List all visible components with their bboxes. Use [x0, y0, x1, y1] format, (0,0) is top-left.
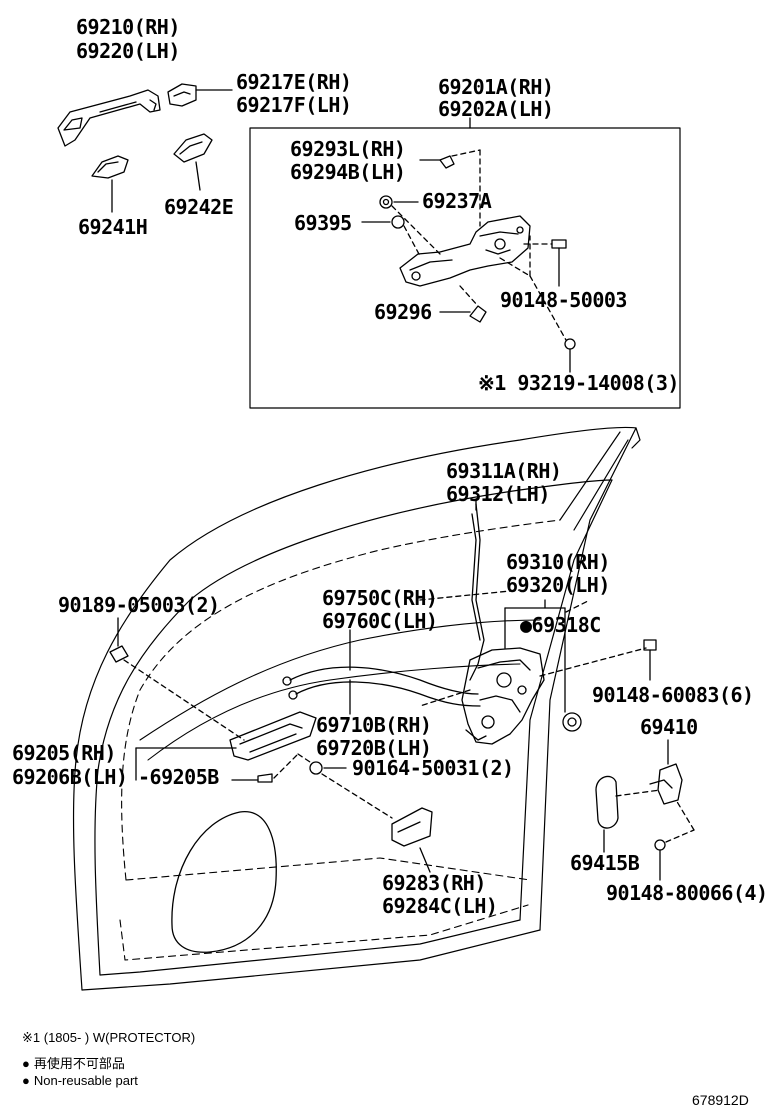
- screw-90164: [309, 761, 347, 775]
- legend-non-reusable-en: Non-reusable part: [22, 1073, 138, 1089]
- label-69202A: 69202A(LH): [438, 97, 554, 121]
- small-clip-69293L: [419, 155, 455, 169]
- label-69205: 69205(RH): [12, 741, 116, 765]
- label-69283: 69283(RH): [382, 871, 486, 895]
- label-69241H: 69241H: [78, 215, 148, 239]
- label-69296: 69296: [374, 300, 432, 324]
- bolt-90148-50003: [551, 239, 567, 287]
- lock-assembly: [461, 647, 545, 745]
- label-69217E: 69217E(RH): [236, 70, 352, 94]
- clip-90189: [109, 617, 129, 663]
- diagram-code: 678912D: [692, 1092, 749, 1108]
- label-69242E: 69242E: [164, 195, 234, 219]
- label-69206B: 69206B(LH): [12, 765, 128, 789]
- inside-handle: [229, 711, 317, 761]
- outside-handle: [57, 89, 161, 147]
- label-69293L: 69293L(RH): [290, 137, 406, 161]
- label-90148-50003: 90148-50003: [500, 288, 627, 312]
- door-outline: [72, 426, 641, 991]
- footnote-protector: ※1 (1805- ) W(PROTECTOR): [22, 1030, 196, 1045]
- label-93219: ※1 93219-14008(3): [478, 371, 679, 395]
- handle-cap: [167, 83, 233, 107]
- pin-69395: [361, 215, 405, 229]
- frame-assembly-box: [249, 127, 681, 409]
- label-69284C: 69284C(LH): [382, 894, 498, 918]
- label-69720B: 69720B(LH): [316, 736, 432, 760]
- frame-assembly: [399, 215, 531, 287]
- handle-pad-69242E: [173, 133, 213, 191]
- label-69311A: 69311A(RH): [446, 459, 562, 483]
- grommet-69318C: [562, 712, 582, 732]
- screw-93219: [564, 338, 576, 373]
- label-90164: 90164-50031(2): [352, 756, 514, 780]
- pin-69205B: [231, 773, 273, 783]
- legend-en-text: Non-reusable part: [33, 1073, 138, 1088]
- label-69318C: ●69318C: [520, 613, 601, 637]
- label-69210: 69210(RH): [76, 15, 180, 39]
- label-90148-60083: 90148-60083(6): [592, 683, 754, 707]
- bolt-69296: [439, 305, 487, 323]
- label-69310: 69310(RH): [506, 550, 610, 574]
- door-cable-lines: [139, 619, 541, 761]
- label-69415B: 69415B: [570, 851, 640, 875]
- speaker-outline: [171, 811, 277, 953]
- legend-non-reusable-jp: 再使用不可部品: [22, 1056, 125, 1072]
- inside-cables: [282, 629, 481, 715]
- label-69237A: 69237A: [422, 189, 492, 213]
- label-69205B: -69205B: [138, 765, 219, 789]
- label-69217F: 69217F(LH): [236, 93, 352, 117]
- handle-pad-69241H: [91, 155, 129, 213]
- label-69760C: 69760C(LH): [322, 609, 438, 633]
- legend-jp-text: 再使用不可部品: [33, 1056, 125, 1071]
- bolt-90148-60083: [643, 639, 657, 681]
- label-90189: 90189-05003(2): [58, 593, 220, 617]
- label-69320: 69320(LH): [506, 573, 610, 597]
- grommet-69237A: [379, 195, 419, 209]
- striker-69410: [649, 739, 683, 805]
- label-69312: 69312(LH): [446, 482, 550, 506]
- label-69201A: 69201A(RH): [438, 75, 554, 99]
- shim-69415B: [595, 775, 619, 853]
- cover-69283: [391, 807, 433, 873]
- label-69710B: 69710B(RH): [316, 713, 432, 737]
- label-69395: 69395: [294, 211, 352, 235]
- label-69410: 69410: [640, 715, 698, 739]
- label-69750C: 69750C(RH): [322, 586, 438, 610]
- lock-rod: [469, 499, 485, 681]
- door-inner-panel: [119, 519, 561, 961]
- label-90148-80066: 90148-80066(4): [606, 881, 768, 905]
- label-69294B: 69294B(LH): [290, 160, 406, 184]
- label-69220: 69220(LH): [76, 39, 180, 63]
- bolt-90148-80066: [654, 839, 666, 881]
